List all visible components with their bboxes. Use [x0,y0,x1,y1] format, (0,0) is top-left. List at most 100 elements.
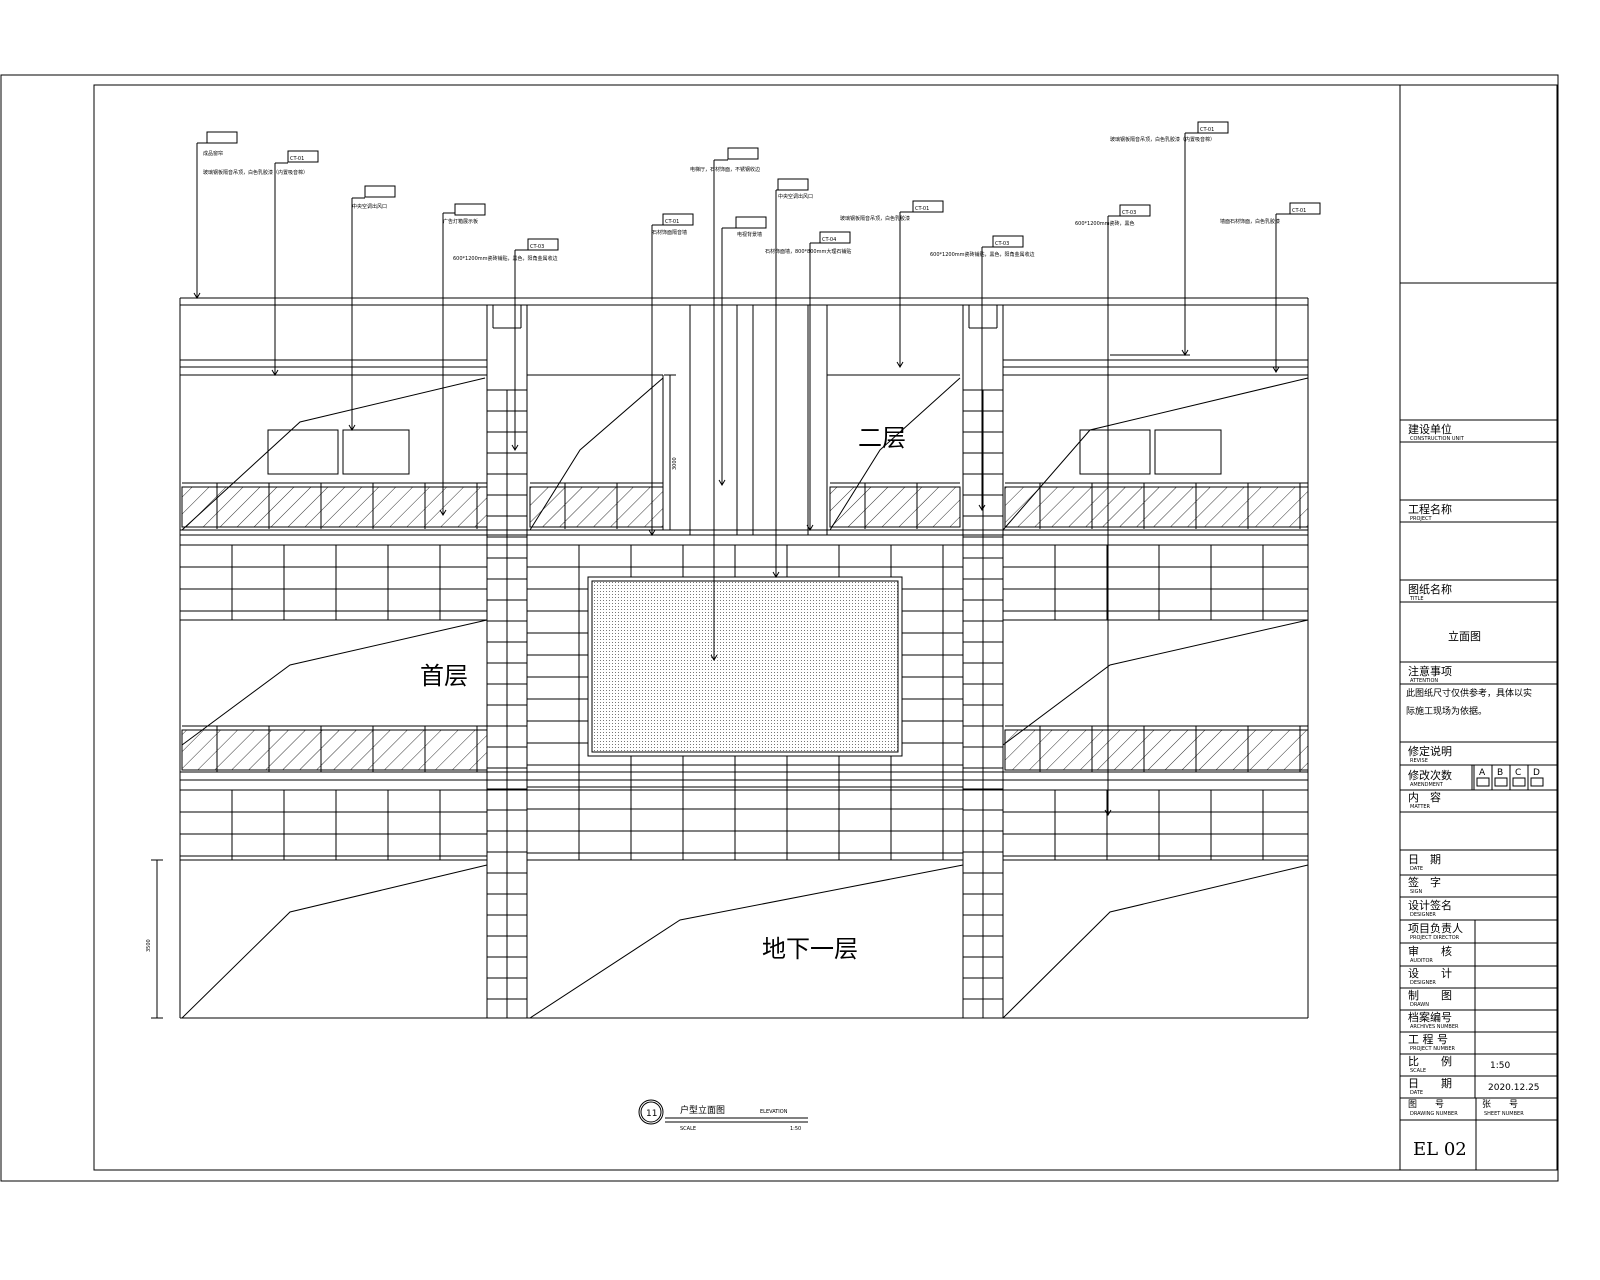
window [342,429,410,475]
arrow-icon [1272,366,1280,373]
callout: 中央空调出风口 [348,185,396,431]
drawing-number-value: EL 02 [1413,1139,1467,1160]
callout-text: 600*1200mm瓷砖，黑色 [1075,220,1135,227]
callout: CT-03 600*1200mm瓷砖，黑色 [1075,204,1151,816]
callout: CT-04 石材饰面墙，800*800mm大理石铺贴 [765,231,851,531]
glass-reflection [1002,864,1309,1019]
title-block-label: 档案编号 [1408,1010,1452,1024]
title-block-label: 设计签名 [1408,898,1452,912]
floor-label-basement: 地下一层 [762,935,858,963]
callout-text: 石材饰面隔音墙 [652,229,687,236]
material-tag-code: CT-01 [290,156,304,162]
title-block-sublabel: DATE [1410,1090,1423,1096]
notes-text: 此图纸尺寸仅供参考，具体以实 [1406,687,1532,699]
material-tag [527,238,559,251]
date-value: 2020.12.25 [1488,1083,1540,1093]
material-tag-code: CT-03 [995,241,1009,247]
amendment-checkbox [1530,777,1544,787]
title-block-sublabel: PROJECT [1410,516,1433,522]
arrow-icon [1181,349,1189,356]
sheet-number-label: 张 号 [1482,1099,1518,1110]
callout-text: 电视背景墙 [737,231,762,238]
glass-reflection [529,864,964,1019]
title-block-sublabel: DESIGNER [1410,980,1436,986]
drawing-title-value: 立面图 [1448,629,1481,643]
callout: 成品窗帘 [193,131,238,299]
arrow-icon [806,524,814,531]
title-block-label: 修定说明 [1408,744,1452,758]
title-block-sublabel: CONSTRUCTION UNIT [1410,436,1465,442]
arrow-icon [511,444,519,451]
material-tag [364,185,396,198]
title-block-label: 日 期 [1408,1077,1452,1090]
arrow-icon [439,509,447,516]
title-block-label: 建设单位 [1408,422,1452,436]
title-block-sublabel: AUDITOR [1410,958,1433,964]
callout-text: 成品窗帘 [203,150,223,157]
callout-text: 石材饰面墙，800*800mm大理石铺贴 [765,248,851,255]
glass-railing [1004,486,1309,528]
amendment-col-label: D [1533,768,1540,778]
callout-text: 墙面石材饰面，白色乳胶漆 [1220,218,1280,225]
material-tag [819,231,851,244]
scale-value: 1:50 [790,1126,801,1132]
elevation-geometry [151,297,1309,1019]
window [1154,429,1222,475]
title-block-sublabel: DRAWN [1410,1002,1429,1008]
title-block-label: 注意事项 [1408,664,1452,678]
notes-text: 际施工现场为依据。 [1406,705,1487,717]
material-tag [662,213,694,226]
callout-text: 600*1200mm瓷砖铺贴，黑色，阳角金属收边 [453,255,558,262]
scale-label: SCALE [680,1126,696,1132]
callout: 电梯厅，石材饰面，不锈钢收边 [690,147,760,661]
material-tag-code: CT-03 [1122,210,1136,216]
title-block-sublabel: REVISE [1410,758,1428,764]
callout-text: 电梯厅，石材饰面，不锈钢收边 [690,166,760,173]
glass-railing [1004,729,1309,771]
callout-text: 玻璃钢板隔音吊顶，白色乳胶漆 [840,215,910,222]
material-tag [287,150,319,163]
arrow-icon [193,292,201,299]
callout-text: 玻璃钢板隔音吊顶，白色乳胶漆（内置吸音棉） [1110,136,1215,143]
title-block-label: 项目负责人 [1408,921,1463,935]
callout-text: 中央空调出风口 [778,193,813,200]
title-block-label: 制 图 [1408,989,1452,1002]
glass-railing [529,486,664,528]
title-block-label: 内 容 [1408,790,1441,804]
arrow-icon [896,361,904,368]
glass-railing [181,729,488,771]
title-block-sublabel: ARCHIVES NUMBER [1410,1024,1459,1030]
arrow-icon [710,654,718,661]
outer-border [0,74,1559,1182]
dimension-upper: 3000 [672,457,678,470]
material-tag-code: CT-01 [665,219,679,225]
material-tag-code: CT-04 [822,237,836,243]
sheet-frame [0,74,1559,1182]
drawing-number-label: 图 号 [1408,1099,1444,1110]
material-tag [735,216,767,229]
amendment-col-label: A [1479,768,1486,778]
material-tag [912,200,944,213]
arrow-icon [648,529,656,536]
drawing-number-sublabel: DRAWING NUMBER [1410,1111,1458,1117]
dimension-basement: 3500 [146,939,152,952]
arrow-icon [978,504,986,511]
material-tag [1119,204,1151,217]
arrow-icon [772,571,780,578]
title-block-sublabel: DESIGNER [1410,912,1436,918]
callout-text: 中央空调出风口 [352,203,387,210]
drawing-name-en: ELEVATION [760,1109,788,1115]
amendment-checkbox [1476,777,1490,787]
sheet-number-sublabel: SHEET NUMBER [1484,1111,1524,1117]
material-tag [454,203,486,216]
material-tag [727,147,759,160]
window [267,429,339,475]
title-block-label: 工程名称 [1408,502,1452,516]
material-tag [992,235,1024,248]
